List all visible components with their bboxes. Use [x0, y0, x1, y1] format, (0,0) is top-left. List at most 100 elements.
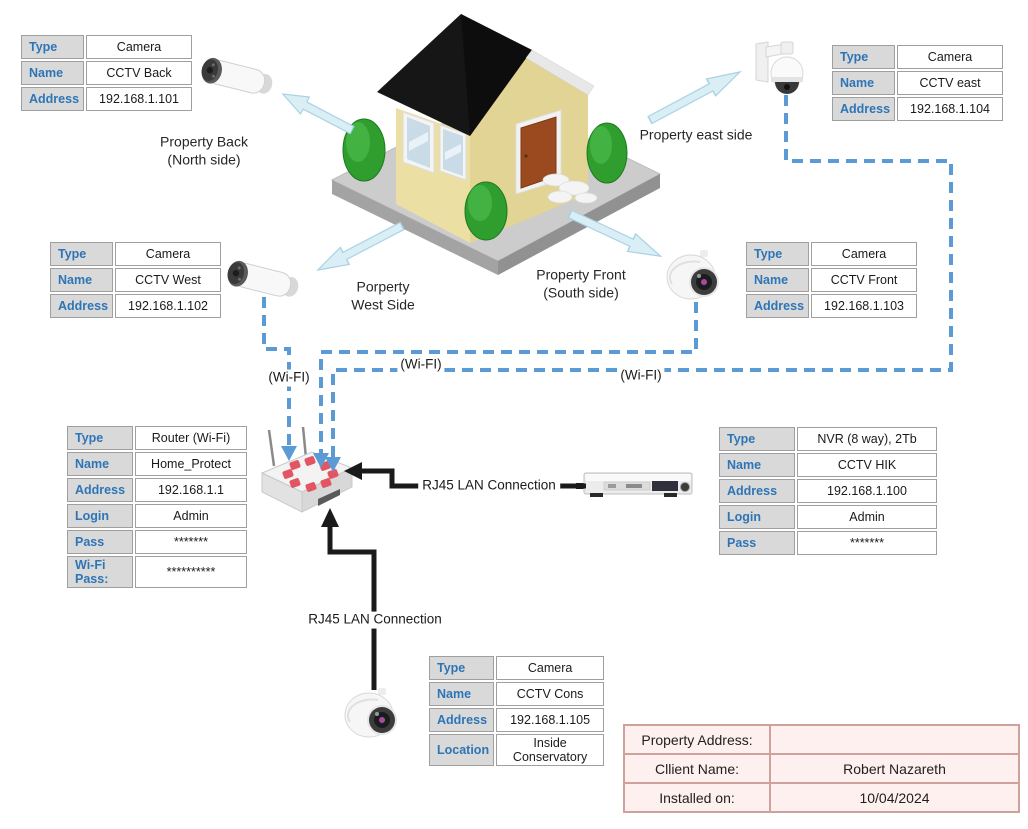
field-value: *******: [135, 530, 247, 554]
field-label: Pass: [67, 530, 133, 554]
field-label: Type: [67, 426, 133, 450]
field-label: Name: [429, 682, 495, 706]
field-label: Address: [832, 97, 896, 121]
label-lan-conservatory: RJ45 LAN Connection: [304, 611, 446, 629]
field-value: CCTV Cons: [496, 682, 605, 706]
field-label: Property Address:: [623, 724, 771, 755]
wifi-line-front: [319, 302, 698, 455]
field-label: Type: [746, 242, 810, 266]
label-property-front: Property Front (South side): [536, 267, 625, 302]
field-value: [769, 724, 1020, 755]
field-value: 192.168.1.1: [135, 478, 247, 502]
table-row: Wi-Fi Pass:**********: [67, 556, 247, 588]
arrow-north-icon: [277, 84, 358, 140]
field-label: Installed on:: [623, 782, 771, 813]
house-illustration: [330, 14, 662, 275]
label-property-east: Property east side: [640, 126, 753, 144]
label-line: (South side): [543, 284, 619, 300]
label-line: West Side: [351, 296, 415, 312]
field-value: Camera: [496, 656, 605, 680]
field-label: Address: [67, 478, 133, 502]
wifi-dashed-lines: [262, 95, 953, 459]
bush-icon: [342, 118, 628, 241]
ptz-camera-east-icon: [755, 41, 804, 94]
table-row: Property Address:: [623, 724, 1020, 755]
router-icon: [260, 426, 354, 513]
label-wifi-west: (Wi-FI): [265, 369, 313, 387]
label-wifi-east: (Wi-FI): [617, 367, 665, 385]
field-value: 192.168.1.105: [496, 708, 605, 732]
field-label: Wi-Fi Pass:: [67, 556, 133, 588]
dome-camera-conservatory-icon: [344, 688, 397, 738]
field-value: CCTV Front: [811, 268, 918, 292]
label-wifi-front: (Wi-FI): [397, 356, 445, 374]
field-value: *******: [797, 531, 937, 555]
label-line: Property east side: [639, 126, 753, 143]
field-value: Router (Wi-Fi): [135, 426, 247, 450]
field-label: Address: [746, 294, 810, 318]
wifi-line-east: [331, 95, 953, 459]
field-label: Address: [429, 708, 495, 732]
field-label: Type: [429, 656, 495, 680]
bullet-camera-back-icon: [201, 57, 273, 94]
field-label: Address: [50, 294, 114, 318]
field-label: Cllient Name:: [623, 753, 771, 784]
field-value: **********: [135, 556, 247, 588]
nvr-icon: [576, 472, 693, 497]
field-value: CCTV east: [897, 71, 1004, 95]
field-label: Type: [719, 427, 795, 451]
field-value: 192.168.1.102: [115, 294, 222, 318]
dome-camera-front-icon: [666, 250, 719, 300]
field-value: Admin: [135, 504, 247, 528]
label-line: Property Front: [536, 266, 626, 283]
field-label: Type: [21, 35, 85, 59]
lan-line-conservatory: [327, 524, 377, 690]
field-value: 192.168.1.104: [897, 97, 1004, 121]
lan-arrowheads: [321, 462, 362, 527]
field-value: Home_Protect: [135, 452, 247, 476]
field-value: Camera: [811, 242, 918, 266]
field-value: Inside Conservatory: [496, 734, 605, 766]
table-row: Pass*******: [719, 531, 937, 555]
field-label: Login: [67, 504, 133, 528]
field-value: CCTV Back: [86, 61, 193, 85]
label-line: Porperty: [356, 278, 410, 295]
table-row: Cllient Name:Robert Nazareth: [623, 753, 1020, 784]
field-label: Name: [67, 452, 133, 476]
wifi-arrowheads: [281, 446, 341, 472]
field-value: 192.168.1.100: [797, 479, 937, 503]
bullet-camera-west-icon: [227, 260, 299, 297]
field-label: Type: [50, 242, 114, 266]
label-property-back: Property Back (North side): [160, 134, 248, 169]
field-value: CCTV HIK: [797, 453, 937, 477]
field-label: Pass: [719, 531, 795, 555]
label-lan-nvr: RJ45 LAN Connection: [418, 477, 560, 495]
arrow-east-icon: [644, 62, 746, 130]
field-value: 10/04/2024: [769, 782, 1020, 813]
label-property-west: Porperty West Side: [351, 279, 415, 314]
